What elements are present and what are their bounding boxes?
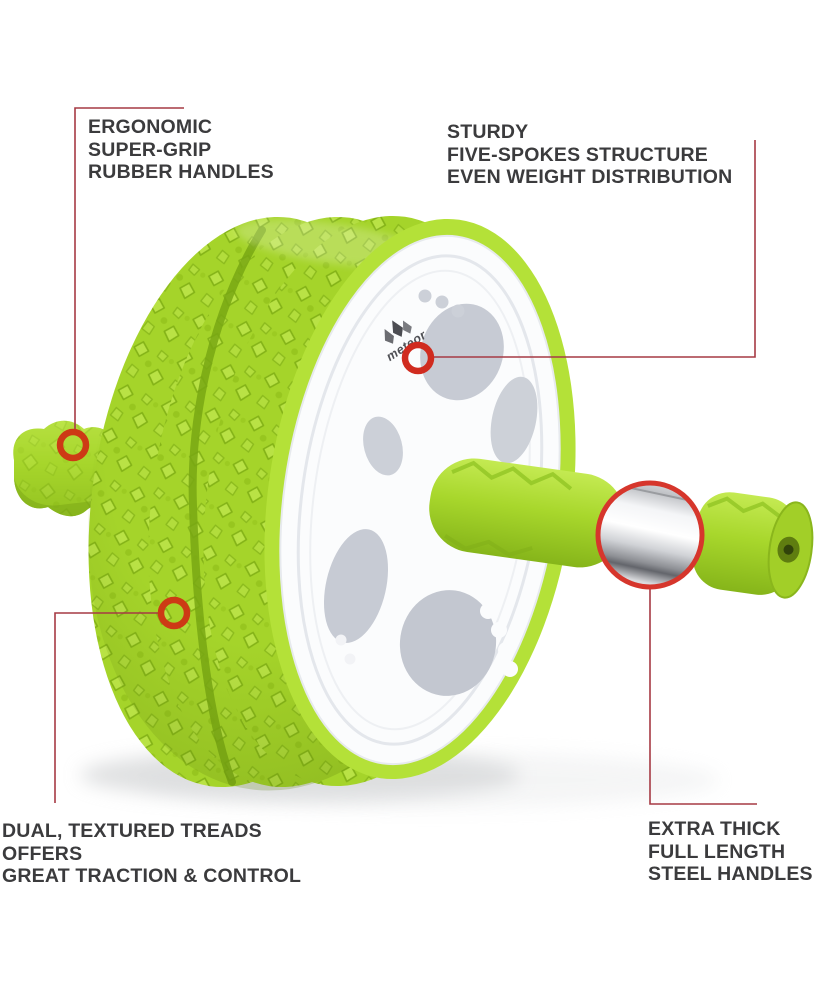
brand-logo-icon (384, 320, 412, 344)
callout-line: OFFERS (2, 842, 83, 865)
callout-ring-treads (157, 596, 191, 630)
callout-line: STURDY (447, 121, 529, 143)
leader-line-rubber-handles (74, 107, 184, 430)
callout-text-spoke-structure: STURDY FIVE-SPOKES STRUCTURE EVEN WEIGHT… (447, 121, 732, 189)
right-grip-inner (429, 458, 625, 568)
callout-ring-spoke-structure (401, 341, 435, 375)
callout-line: GREAT TRACTION & CONTROL (2, 865, 302, 887)
callout-line: FIVE-SPOKES STRUCTURE (447, 143, 708, 166)
callout-line: ERGONOMIC (88, 116, 213, 138)
leader-line-steel-handles (649, 588, 757, 805)
spoke-cutouts (323, 303, 538, 696)
wheel-face: meteor (264, 218, 576, 780)
callout-line: STEEL HANDLES (648, 863, 813, 885)
callout-line: RUBBER HANDLES (88, 161, 274, 183)
callout-line: FULL LENGTH (648, 840, 786, 863)
callout-line: EVEN WEIGHT DISTRIBUTION (447, 166, 733, 188)
callout-line: SUPER-GRIP (88, 138, 212, 161)
callout-ring-rubber-handles (56, 428, 90, 462)
callout-text-steel-handles: EXTRA THICK FULL LENGTH STEEL HANDLES (648, 818, 813, 886)
callout-line: EXTRA THICK (648, 818, 781, 840)
leader-line-spoke-structure (433, 140, 756, 358)
callout-text-rubber-handles: ERGONOMIC SUPER-GRIP RUBBER HANDLES (88, 116, 274, 184)
magnifier-ring (595, 480, 705, 590)
callout-line: DUAL, TEXTURED TREADS (2, 820, 262, 842)
leader-line-treads (54, 612, 159, 803)
rim-holes (335, 289, 518, 677)
callout-text-treads: DUAL, TEXTURED TREADS OFFERS GREAT TRACT… (2, 820, 301, 888)
